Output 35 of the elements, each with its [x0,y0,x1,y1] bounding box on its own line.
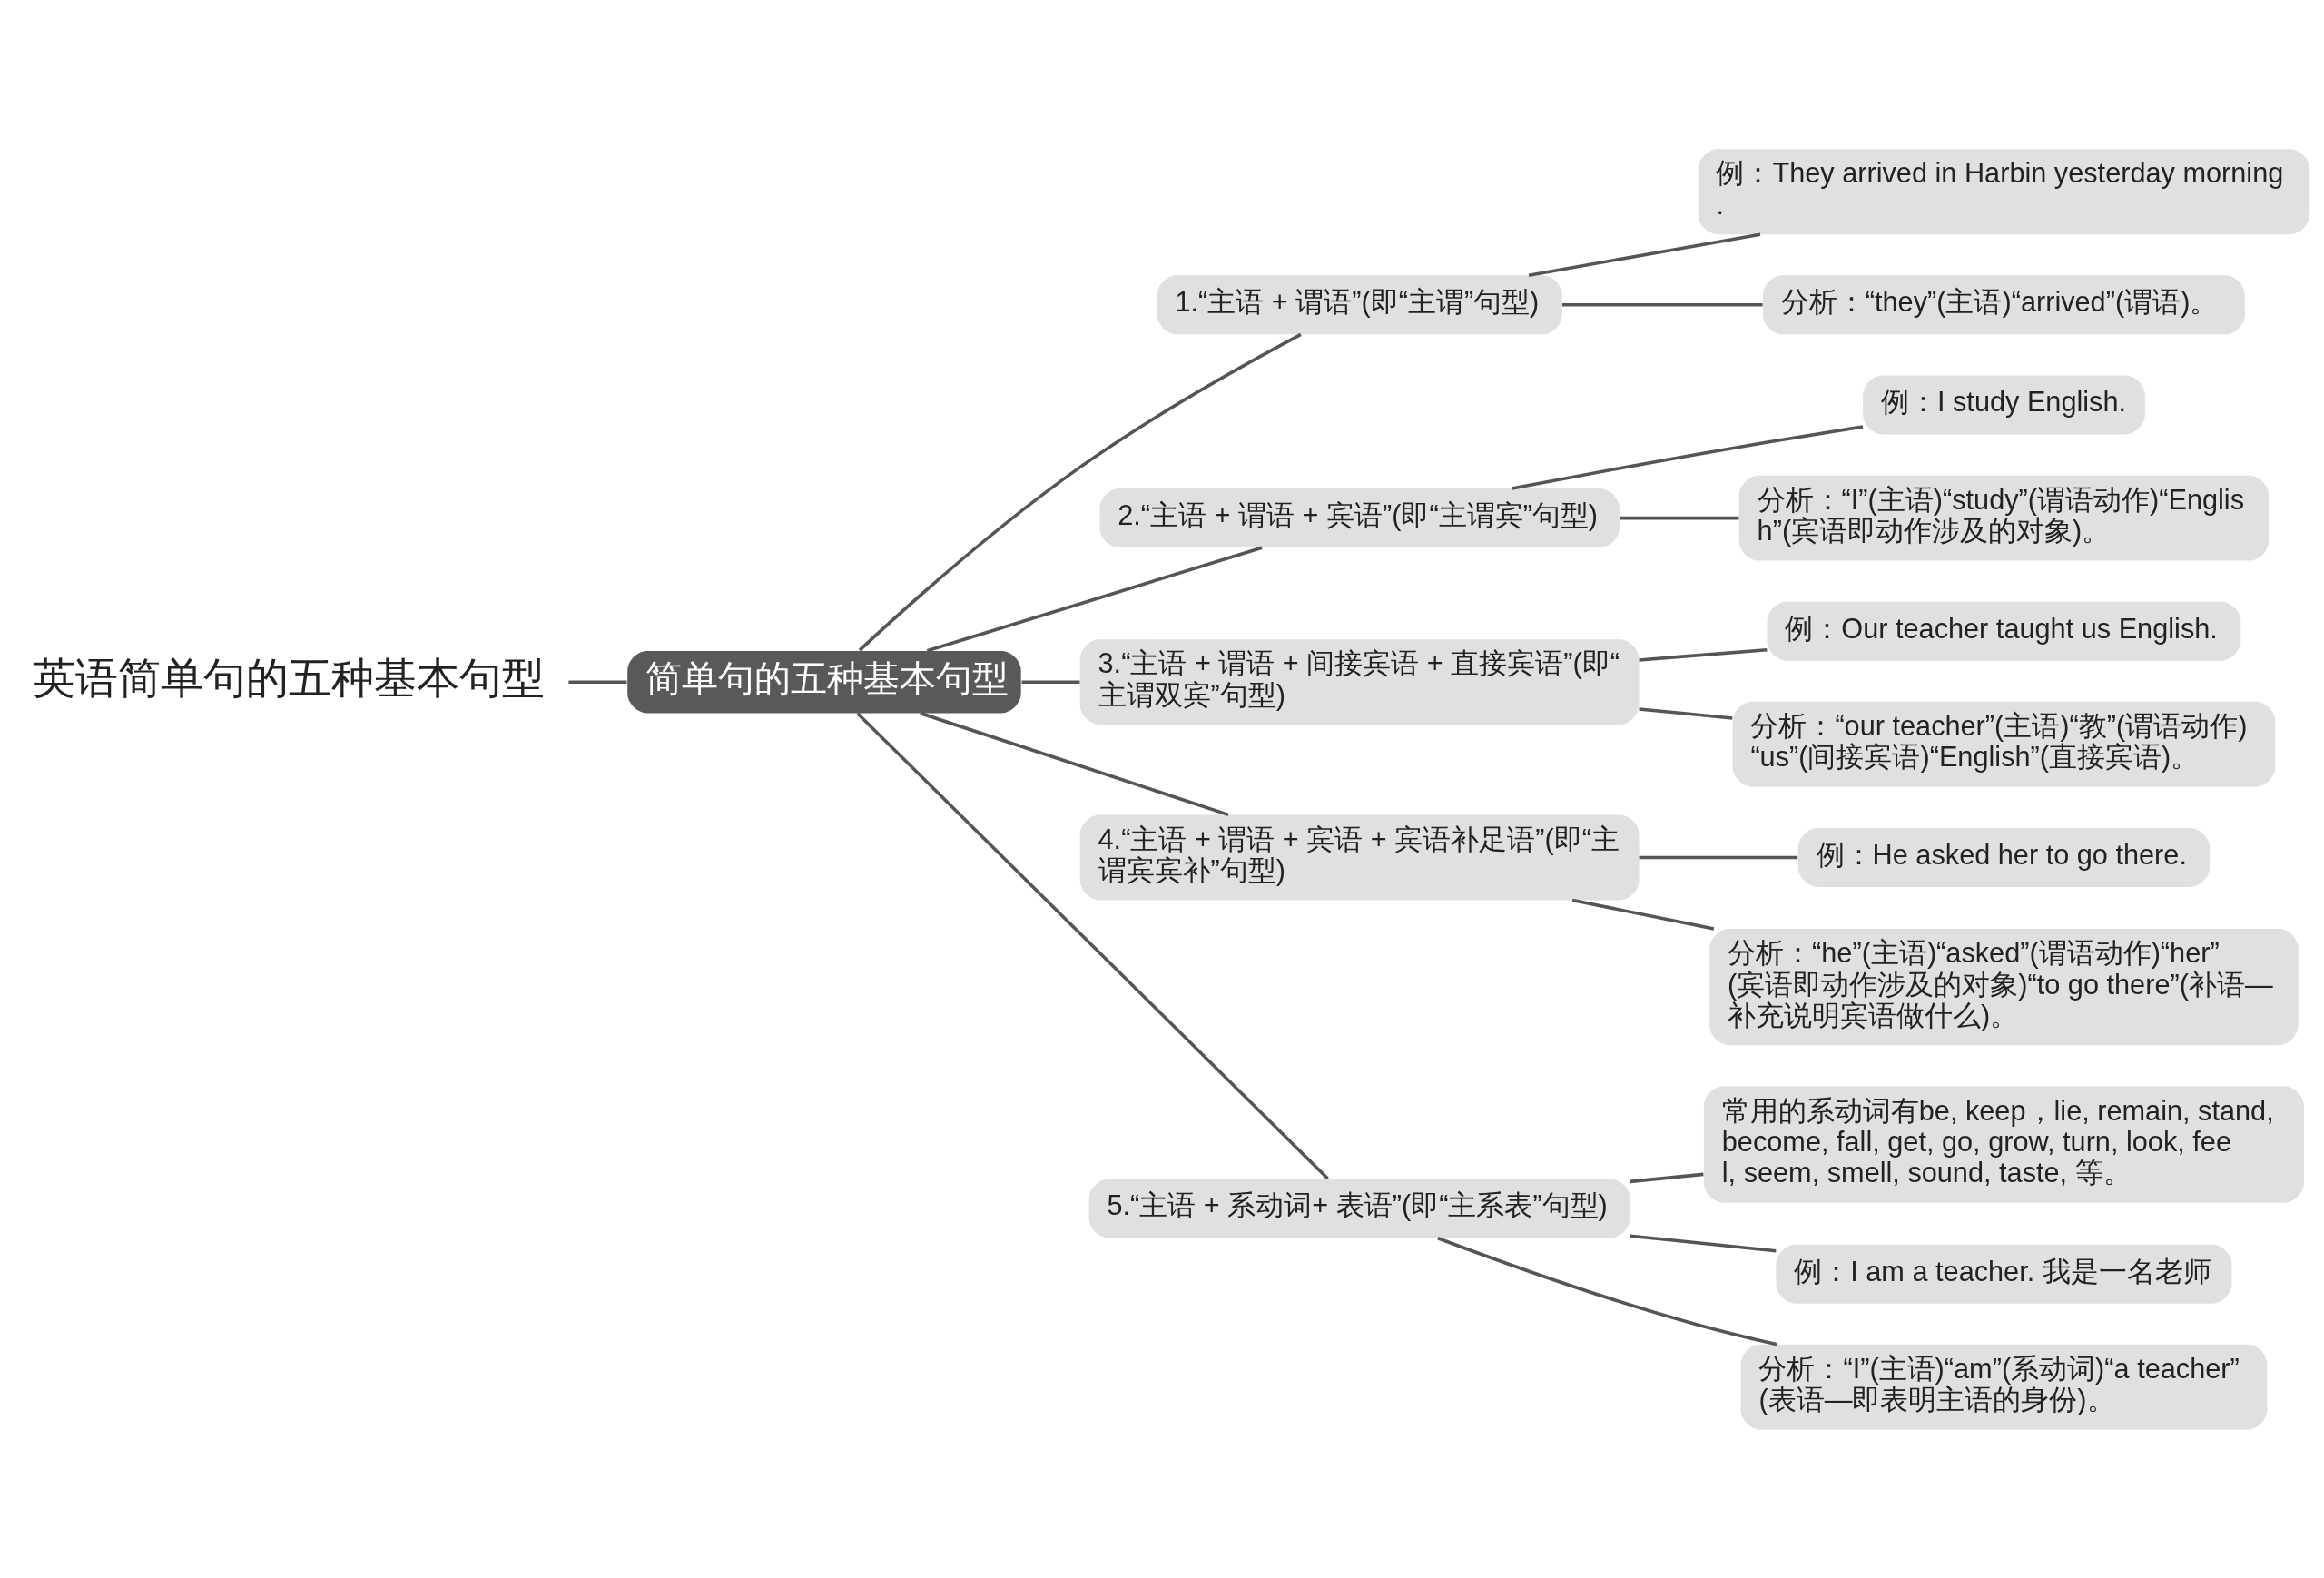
connector [1561,302,1763,307]
connector [1528,232,1761,277]
node-box: 例：I study English. [1863,374,2145,434]
node-box: 例：He asked her to go there. [1797,827,2211,887]
node-box: 3.“主语 + 谓语 + 间接宾语 + 直接宾语”(即“主谓双宾”句型) [1079,638,1640,725]
node-text: 英语简单句的五种基本句型 [32,653,545,702]
connector [920,711,1229,816]
node-box: 分析：“I”(主语)“study”(谓语动作)“English”(宾语即动作涉及的对象)。 [1738,475,2270,561]
connector [1639,855,1798,859]
connector [1437,1236,1778,1346]
node-box: 分析：“he”(主语)“asked”(谓语动作)“her”(宾语即动作涉及的对象)“to go there”(补语—补充说明宾语做什么)。 [1709,928,2299,1045]
node-box: 简单句的五种基本句型 [627,650,1021,713]
node-box: 例：Our teacher taught us English. [1767,601,2241,661]
connector [858,332,1302,651]
connector [1630,1234,1777,1252]
node-box: 分析：“our teacher”(主语)“教”(谓语动作)“us”(间接宾语)“English”(直接宾语)。 [1732,701,2276,787]
node-box: 分析：“they”(主语)“arrived”(谓语)。 [1762,274,2245,334]
connector [1639,706,1733,720]
connector [1630,1172,1704,1183]
node-box: 4.“主语 + 谓语 + 宾语 + 宾语补足语”(即“主谓宾宾补”句型) [1079,814,1640,900]
connector [1639,647,1768,662]
node-box: 2.“主语 + 谓语 + 宾语”(即“主谓宾”句型) [1099,488,1620,547]
node-box: 常用的系动词有be, keep，lie, remain, stand, become, fall, get, go, grow, turn, look, feel, seem, smell, sound, taste, 等。 [1703,1085,2304,1203]
node-box: 例：They arrived in Harbin yesterday morning. [1698,148,2310,234]
node-box: 分析：“I”(主语)“am”(系动词)“a teacher”(表语—即表明主语的身份)。 [1740,1344,2268,1430]
node-box: 5.“主语 + 系动词+ 表语”(即“主系表”句型) [1088,1178,1630,1238]
connector [568,679,627,684]
connector [1571,898,1715,931]
connector [856,711,1329,1179]
connector [1512,424,1864,490]
connector [1620,516,1739,519]
node-box: 例：I am a teacher. 我是一名老师 [1776,1244,2232,1304]
connector [926,545,1263,653]
node-box: 1.“主语 + 谓语”(即“主谓”句型) [1157,274,1562,334]
connector [1021,679,1080,684]
